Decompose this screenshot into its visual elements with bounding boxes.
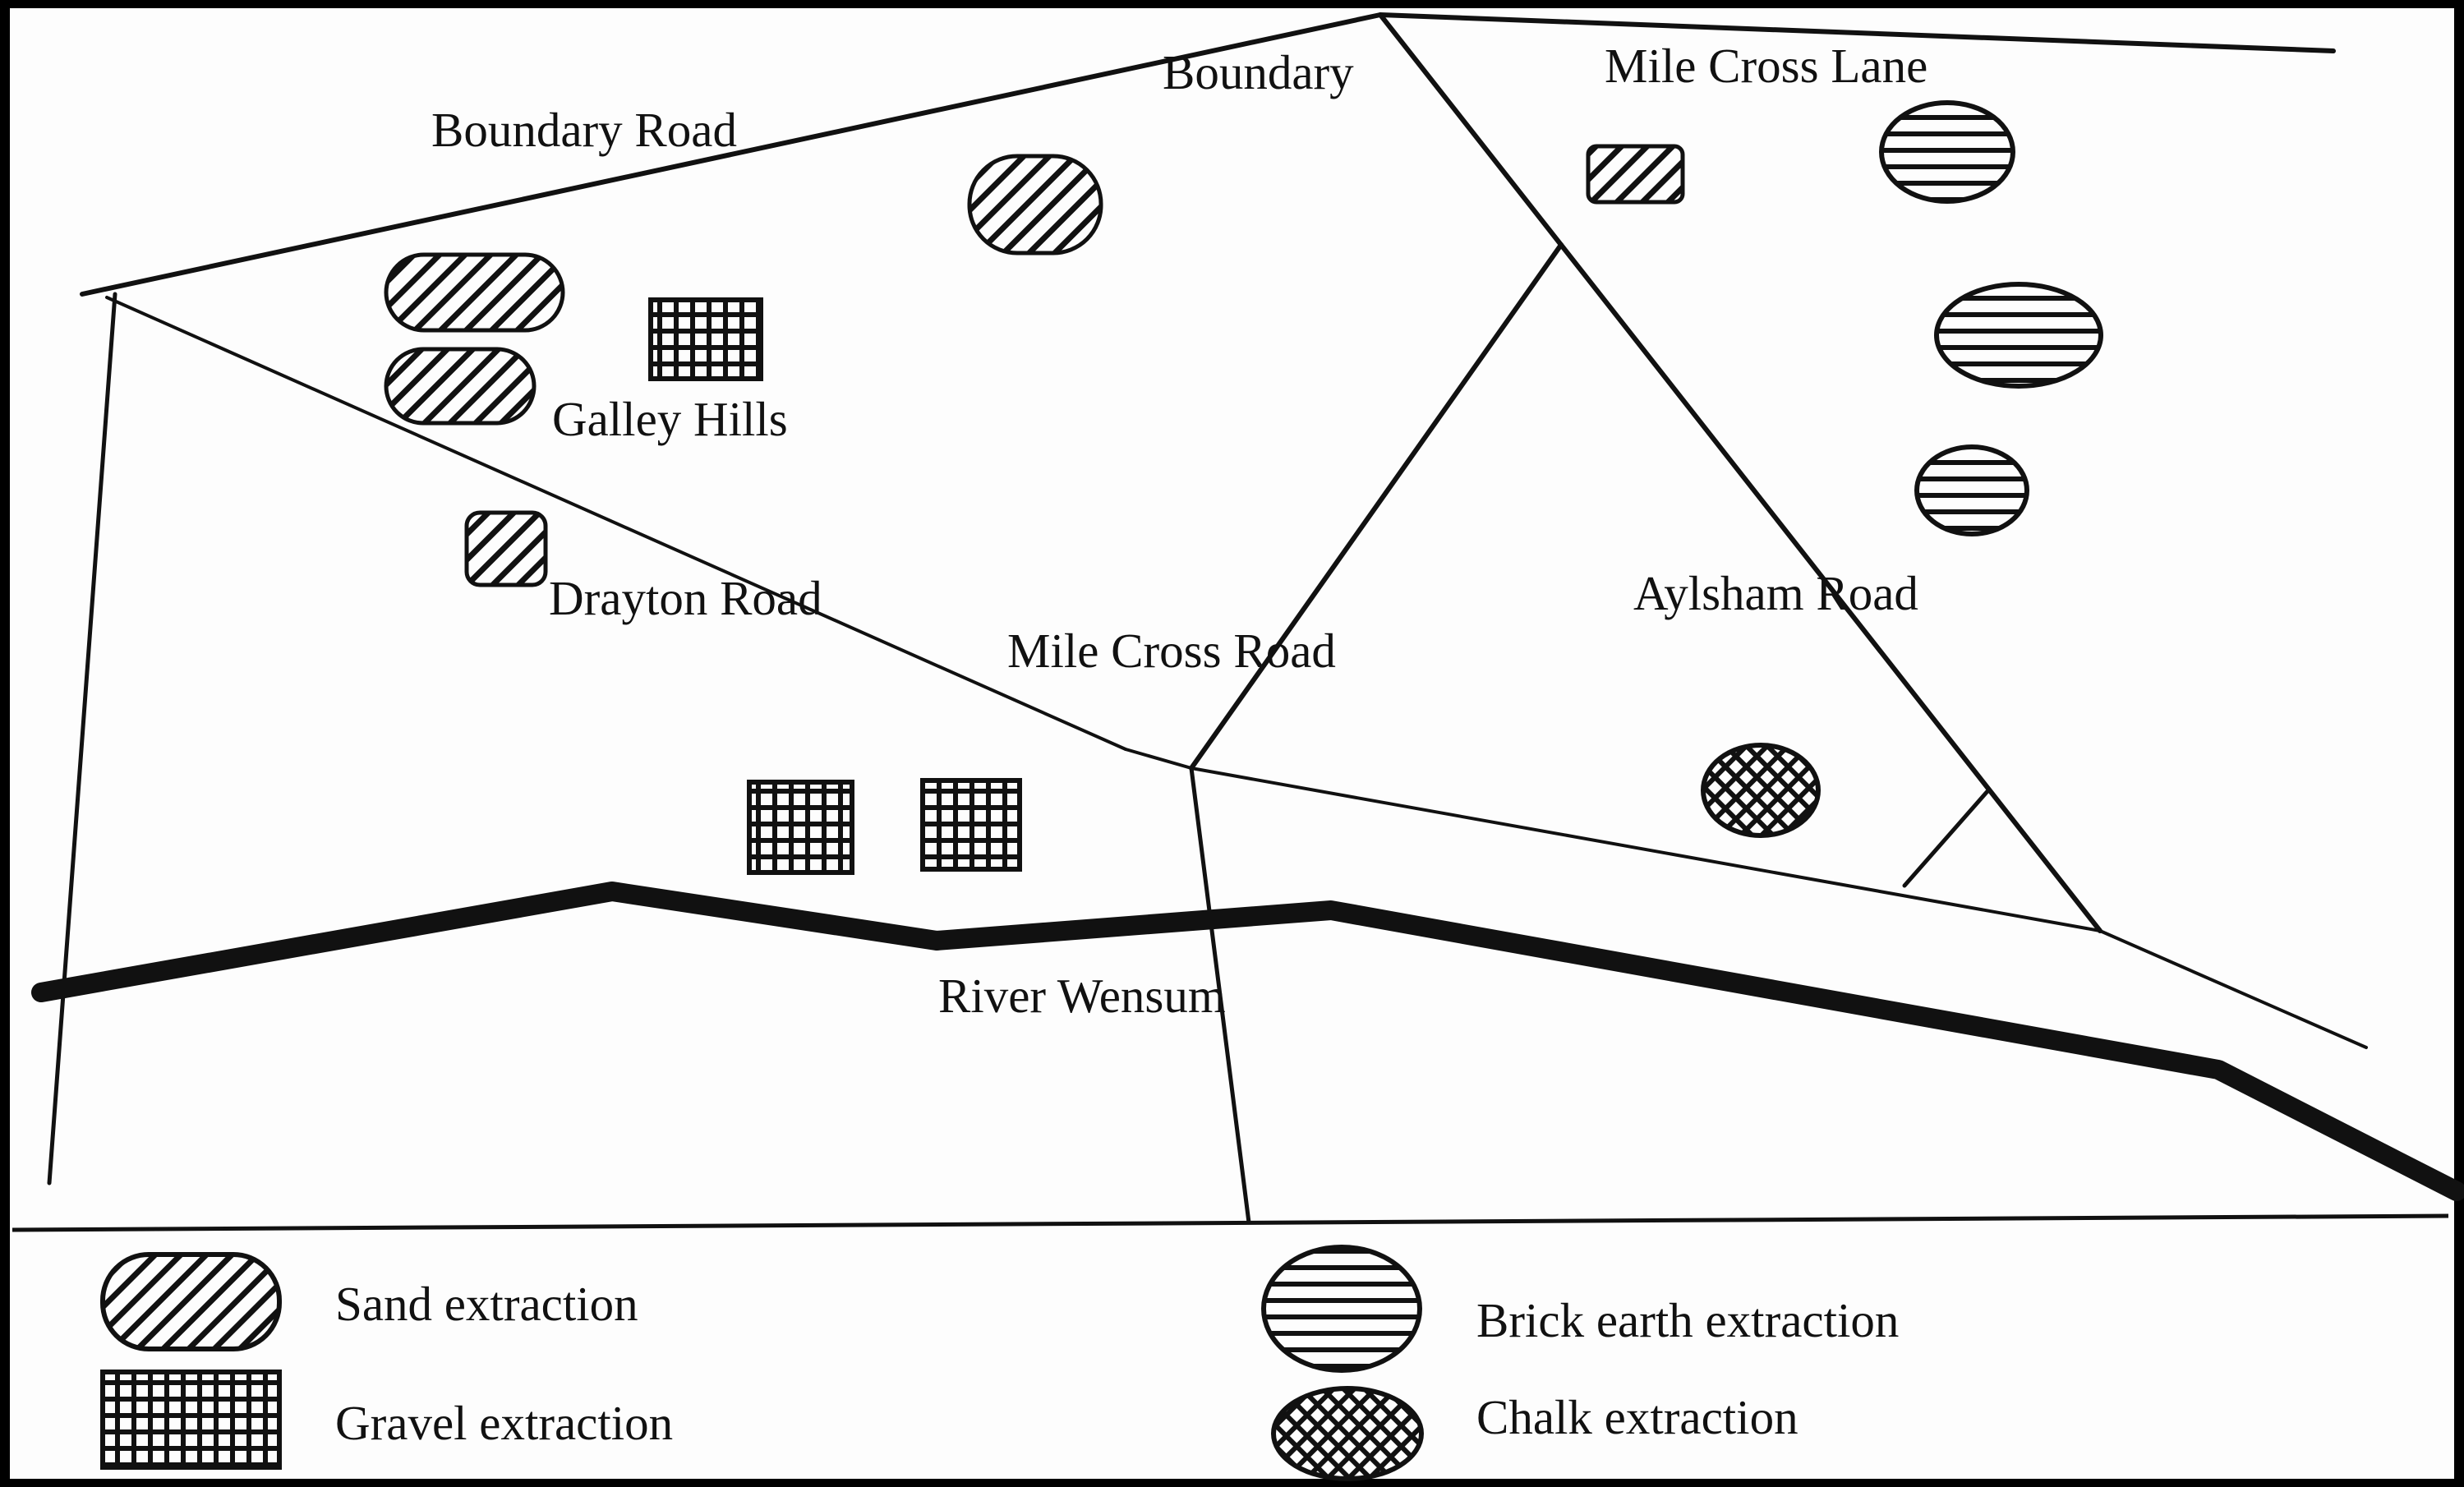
label-drayton-road: Drayton Road — [549, 571, 822, 625]
south-cross-road-line — [1189, 766, 1251, 1225]
aylsham-road-line — [1559, 242, 2102, 933]
legend-gravel-swatch — [100, 1370, 282, 1470]
legend-chalk-swatch — [1271, 1386, 1424, 1481]
drayton-road-line — [105, 296, 1127, 751]
boundary-road-line — [80, 12, 1383, 297]
drayton-road-join-line — [1124, 748, 1193, 770]
label-boundary-road: Boundary Road — [431, 103, 737, 157]
legend-chalk-label: Chalk extraction — [1476, 1390, 1798, 1444]
sand-sites — [384, 144, 1685, 587]
south-road-east-line — [2098, 929, 2368, 1049]
gravel-site — [747, 780, 854, 875]
label-mile-cross-lane: Mile Cross Lane — [1605, 39, 1927, 93]
legend-divider — [12, 1213, 2449, 1232]
legend-brick-earth-swatch — [1261, 1245, 1422, 1373]
brick-earth-site — [1914, 444, 2029, 536]
brick-earth-site — [1879, 100, 2015, 204]
legend-gravel-label: Gravel extraction — [335, 1396, 673, 1450]
label-aylsham-road: Aylsham Road — [1633, 566, 1918, 620]
sand-site — [1586, 144, 1685, 205]
legend-sand-swatch — [100, 1252, 282, 1351]
sand-site — [464, 510, 548, 587]
label-mile-cross-road: Mile Cross Road — [1007, 624, 1336, 678]
brick-earth-sites — [1879, 100, 2103, 536]
top-edge-road-line — [1378, 12, 2336, 53]
sand-site — [384, 347, 537, 426]
river-wensum-line — [31, 882, 2464, 1201]
chalk-sites — [1701, 743, 1821, 838]
west-edge-road-line — [47, 292, 117, 1185]
legend-brick-earth-label: Brick earth extraction — [1476, 1293, 1899, 1347]
mile-cross-road-line — [1189, 242, 1564, 771]
sand-site — [967, 154, 1103, 256]
brick-earth-site — [1934, 282, 2103, 389]
roads — [47, 12, 2368, 1225]
legend-sand-label: Sand extraction — [335, 1277, 638, 1331]
gravel-sites — [648, 297, 1022, 875]
spur-road-line — [1902, 788, 1991, 888]
chalk-site — [1701, 743, 1821, 838]
label-boundary: Boundary — [1163, 45, 1354, 99]
gravel-site — [648, 297, 763, 381]
sand-site — [384, 252, 565, 333]
south-road-line — [1190, 767, 2102, 932]
legend: Sand extraction Gravel extraction Brick … — [100, 1245, 1899, 1481]
label-river-wensum: River Wensum — [938, 969, 1226, 1023]
label-galley-hills: Galley Hills — [552, 392, 788, 446]
gravel-site — [920, 778, 1022, 872]
map-labels: Boundary Road Boundary Mile Cross Lane G… — [431, 39, 1927, 1023]
boundary-road-east-line — [1378, 12, 1564, 247]
